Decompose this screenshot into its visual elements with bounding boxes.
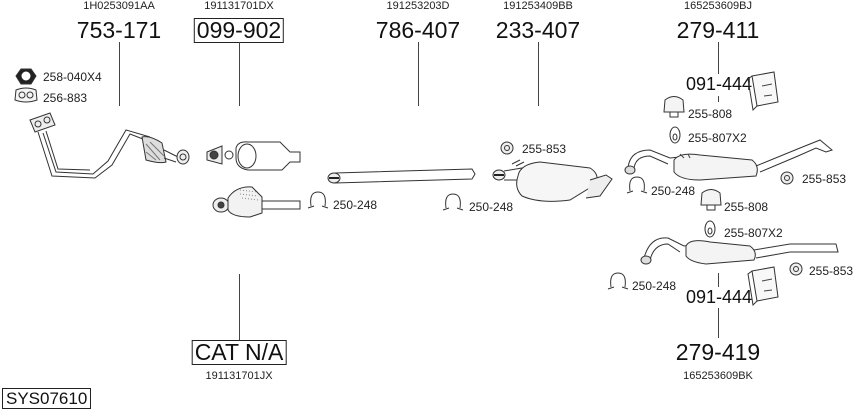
leader-line [418, 42, 419, 106]
intermediate-pipe-drawing[interactable] [327, 168, 476, 184]
leader-line [239, 274, 240, 340]
mounting-kit-box-icon[interactable] [747, 71, 779, 112]
rear-silencer-alt-drawing[interactable] [640, 237, 839, 265]
oem-number-rear-silencer-alt: 165253609BK [683, 370, 753, 382]
middle-silencer-drawing[interactable] [492, 159, 613, 202]
part-number-mounting-kit-lower[interactable]: 091-444 [686, 287, 753, 307]
part-number-catalytic-converter-alt[interactable]: CAT N/A [191, 340, 287, 365]
ring-icon[interactable] [780, 171, 794, 185]
accessory-label-rubber-ring[interactable]: 255-807X2 [688, 131, 747, 145]
accessory-label-nut[interactable]: 258-040X4 [43, 70, 102, 84]
catalytic-converter-drawing[interactable] [206, 141, 301, 171]
accessory-label-ring[interactable]: 255-853 [809, 264, 854, 278]
leader-line [718, 273, 719, 287]
part-number-rear-silencer[interactable]: 279-411 [676, 17, 760, 43]
nut-icon[interactable] [15, 68, 37, 85]
accessory-label-clamp[interactable]: 250-248 [333, 198, 378, 212]
accessory-label-clamp[interactable]: 250-248 [651, 184, 696, 198]
leader-line [538, 42, 539, 106]
accessory-label-rubber-mount[interactable]: 255-808 [724, 200, 769, 214]
ring-icon[interactable] [789, 262, 803, 276]
catalytic-converter-alt-drawing[interactable] [212, 186, 301, 218]
gasket-icon[interactable] [14, 87, 38, 103]
accessory-label-gasket[interactable]: 256-883 [43, 91, 88, 105]
accessory-label-clamp[interactable]: 250-248 [632, 279, 677, 293]
rubber-ring-icon[interactable] [704, 220, 716, 238]
ring-icon[interactable] [500, 141, 514, 155]
rubber-ring-icon[interactable] [669, 126, 681, 144]
accessory-label-clamp[interactable]: 250-248 [469, 200, 514, 214]
mounting-kit-box-icon[interactable] [747, 266, 779, 307]
oem-number-catalytic-converter-alt: 191131701JX [205, 370, 273, 382]
accessory-label-rubber-mount[interactable]: 255-808 [688, 107, 733, 121]
accessory-label-rubber-ring[interactable]: 255-807X2 [724, 226, 783, 240]
leader-line [239, 42, 240, 106]
leader-line [718, 42, 719, 74]
oem-number-middle-silencer: 191253409BB [503, 0, 573, 12]
part-number-rear-silencer-alt[interactable]: 279-419 [675, 339, 761, 365]
rubber-mount-icon[interactable] [663, 96, 685, 118]
part-number-front-pipe[interactable]: 753-171 [76, 17, 162, 43]
front-pipe-drawing[interactable] [29, 112, 190, 179]
oem-number-intermediate-pipe: 191253203D [386, 0, 450, 12]
rear-silencer-drawing[interactable] [624, 139, 834, 181]
oem-number-rear-silencer: 165253609BJ [684, 0, 752, 12]
leader-line [718, 96, 719, 102]
accessory-label-ring[interactable]: 255-853 [522, 142, 567, 156]
part-number-intermediate-pipe[interactable]: 786-407 [375, 17, 461, 43]
clamp-icon[interactable] [626, 176, 648, 194]
leader-line [718, 308, 719, 338]
accessory-label-ring[interactable]: 255-853 [802, 172, 847, 186]
leader-line [119, 42, 120, 106]
clamp-icon[interactable] [307, 191, 329, 209]
oem-number-catalytic-converter: 191131701DX [204, 0, 274, 12]
part-number-middle-silencer[interactable]: 233-407 [495, 17, 581, 43]
part-number-mounting-kit-upper[interactable]: 091-444 [686, 74, 753, 94]
clamp-icon[interactable] [607, 272, 629, 290]
oem-number-front-pipe: 1H0253091AA [83, 0, 155, 12]
clamp-icon[interactable] [442, 193, 464, 211]
rubber-mount-icon[interactable] [700, 189, 722, 211]
